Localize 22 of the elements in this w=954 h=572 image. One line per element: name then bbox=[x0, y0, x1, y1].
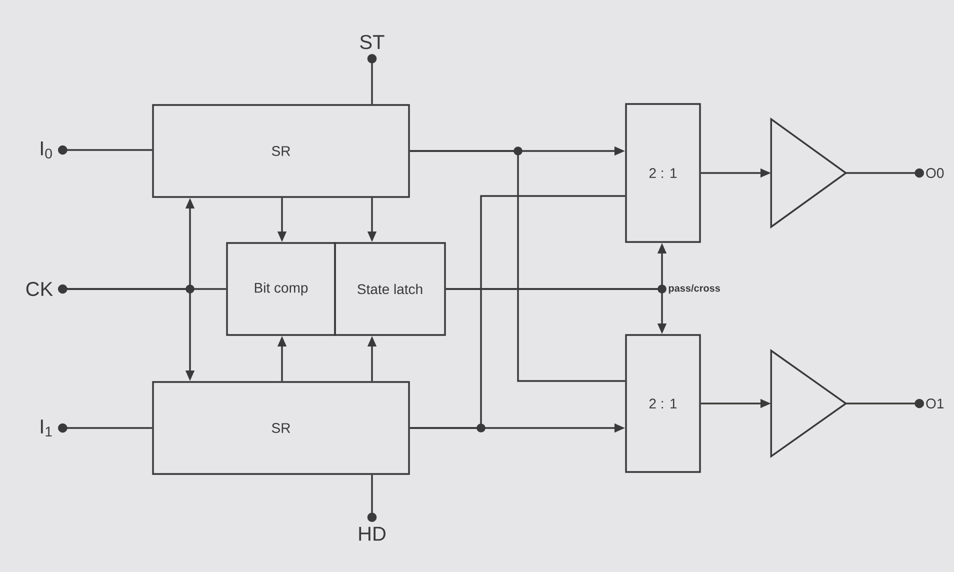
terminal-line bbox=[367, 474, 377, 522]
block-box: SR bbox=[152, 381, 410, 475]
edge-label: pass/cross bbox=[666, 283, 722, 295]
terminal-label: I$_{1}$ bbox=[40, 420, 52, 436]
terminal-line bbox=[58, 423, 152, 433]
terminal-line bbox=[846, 168, 924, 178]
terminal-line bbox=[367, 54, 377, 104]
terminal-line bbox=[846, 398, 924, 408]
terminal-label: HD bbox=[359, 526, 386, 541]
block-box: SR bbox=[152, 104, 410, 198]
signal-line bbox=[410, 195, 626, 429]
terminal-label: I$_{0}$ bbox=[40, 141, 52, 159]
terminal-label: O0 bbox=[926, 168, 944, 178]
terminal-label: O1 bbox=[926, 398, 944, 408]
block-box: State latch bbox=[334, 242, 446, 336]
block-box: Bit comp bbox=[226, 242, 336, 336]
terminal-label: ST bbox=[360, 34, 384, 50]
terminal-label: CK bbox=[26, 282, 53, 296]
terminal-line bbox=[58, 145, 152, 155]
block-box: 2 : 1 bbox=[625, 103, 701, 243]
signal-line bbox=[410, 150, 626, 382]
block-box: 2 : 1 bbox=[625, 334, 701, 473]
